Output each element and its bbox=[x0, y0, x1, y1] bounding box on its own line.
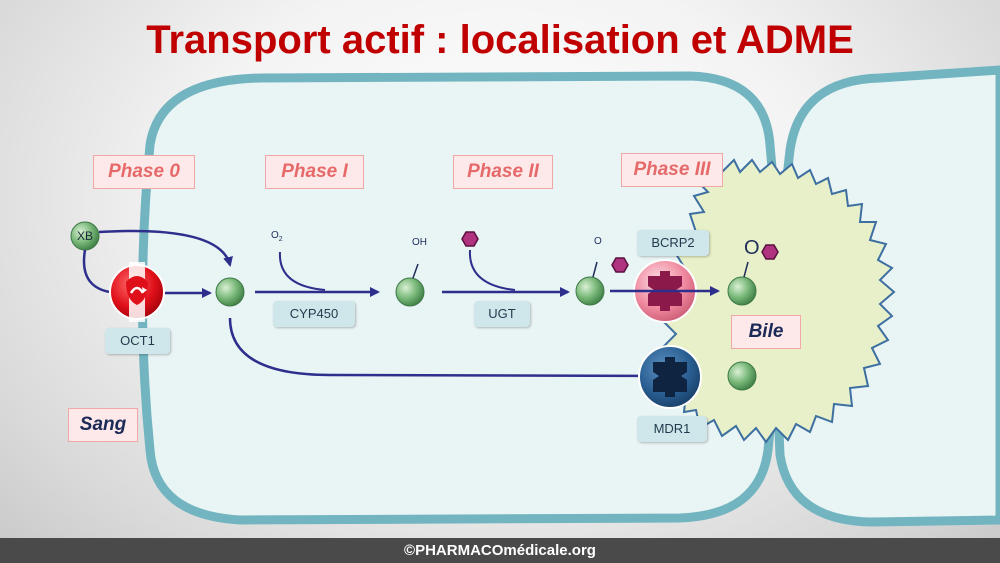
o2-label: O2 bbox=[271, 230, 283, 243]
phase-3-label: Phase III bbox=[621, 153, 723, 187]
o2-entry-curve bbox=[278, 251, 326, 291]
conjugate-bond bbox=[592, 261, 598, 278]
o-label-conjugate: O bbox=[594, 236, 602, 247]
o-label-bile: O bbox=[744, 237, 760, 259]
slide-title: Transport actif : localisation et ADME bbox=[146, 18, 854, 62]
ugt-entry-curve bbox=[468, 249, 516, 291]
oct1-transporter bbox=[109, 262, 165, 322]
glucuronide-hexagon bbox=[461, 231, 479, 247]
conjugate-hexagon bbox=[611, 257, 629, 273]
conjugated-molecule bbox=[575, 276, 605, 306]
bile-conjugate-hexagon bbox=[761, 244, 779, 260]
efflux-mdr1-arrow bbox=[228, 317, 662, 381]
xb-label: XB bbox=[77, 229, 94, 243]
ugt-label: UGT bbox=[474, 301, 530, 327]
xb-direct-arrow bbox=[98, 229, 233, 267]
mdr1-label: MDR1 bbox=[637, 416, 707, 442]
mdr1-transporter bbox=[638, 345, 702, 409]
cyp450-label: CYP450 bbox=[273, 301, 355, 327]
oct1-label: OCT1 bbox=[105, 328, 170, 354]
bile-parent-molecule bbox=[727, 361, 757, 391]
blood-label: Sang bbox=[68, 408, 138, 442]
phase-0-label: Phase 0 bbox=[93, 155, 195, 189]
bile-conjugate-bond bbox=[743, 261, 749, 278]
bcrp2-label: BCRP2 bbox=[637, 230, 709, 256]
parent-molecule bbox=[215, 277, 245, 307]
bile-label: Bile bbox=[731, 315, 801, 349]
phase-1-label: Phase I bbox=[265, 155, 364, 189]
copyright-footer: ©PHARMACOmédicale.org bbox=[0, 538, 1000, 563]
phase-2-label: Phase II bbox=[453, 155, 553, 189]
oh-label: OH bbox=[412, 237, 427, 248]
hydroxylated-molecule bbox=[395, 277, 425, 307]
oh-bond bbox=[412, 263, 419, 279]
bile-conjugated-molecule bbox=[727, 276, 757, 306]
